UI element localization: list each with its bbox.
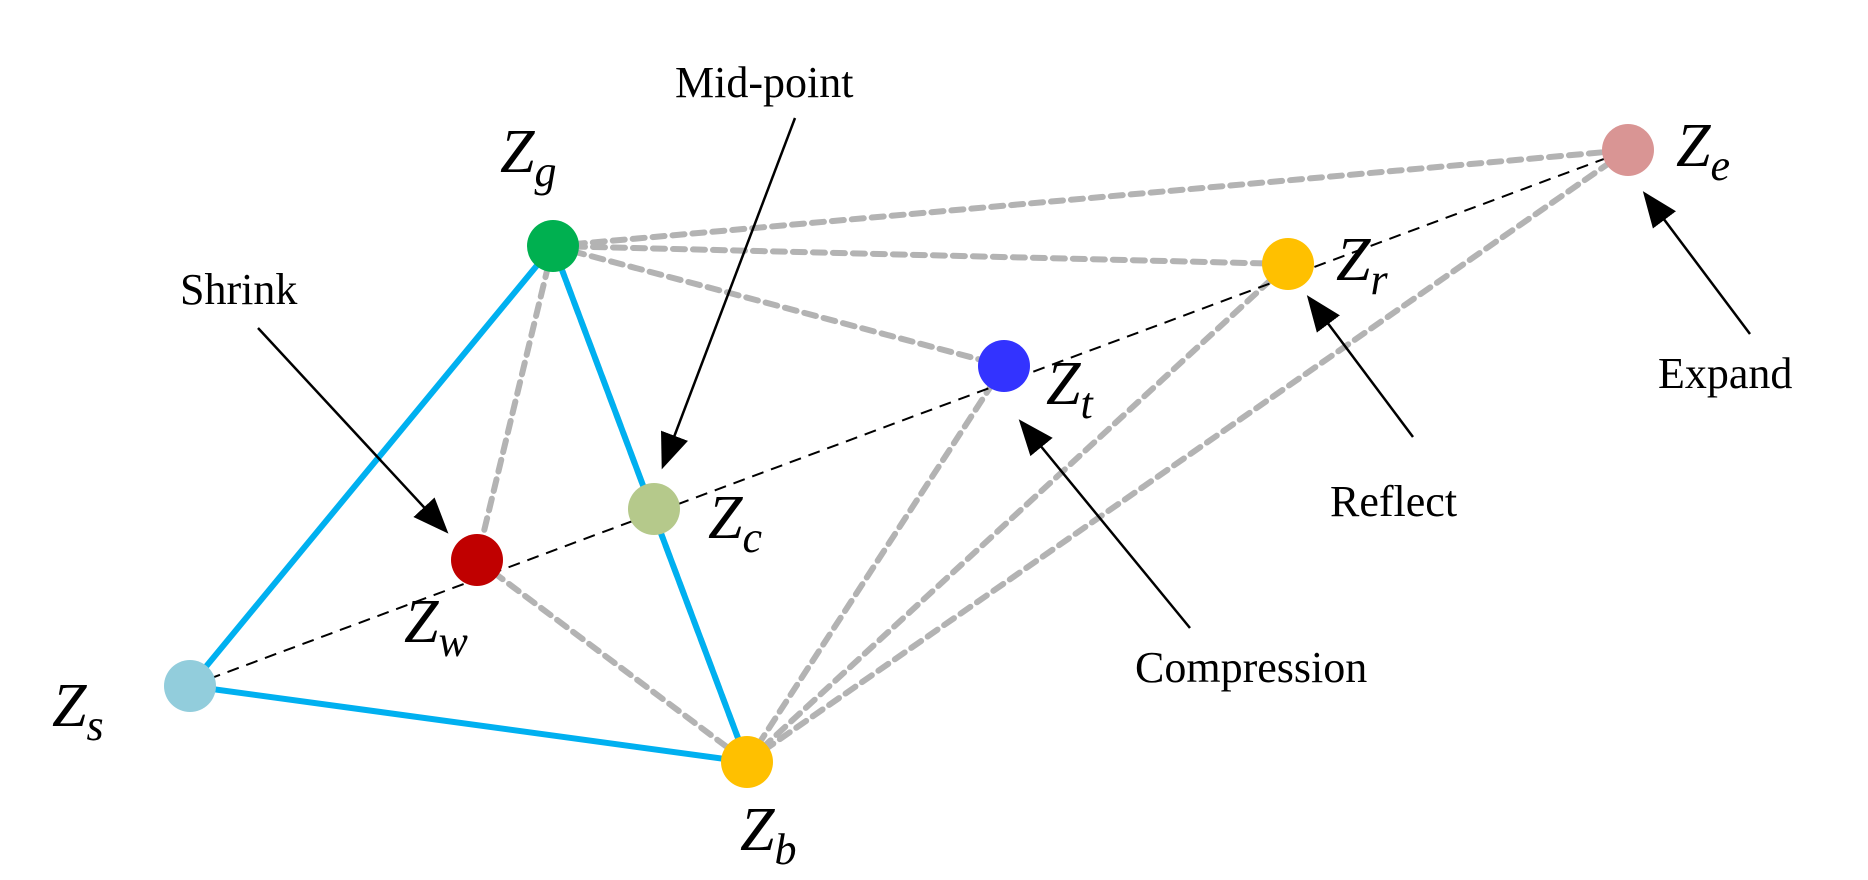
point-zg — [527, 220, 579, 272]
edge-zw-zb — [474, 557, 750, 765]
label-zb: Zb — [740, 796, 796, 874]
point-zw — [451, 534, 503, 586]
edge-zb-ze — [744, 147, 1631, 765]
operation-labels: Shrink Mid-point Compression Reflect Exp… — [180, 58, 1792, 692]
point-zs — [164, 660, 216, 712]
label-zw: Zw — [404, 588, 468, 666]
midpoint-arrow — [661, 117, 797, 470]
point-zt — [978, 340, 1030, 392]
point-zb — [721, 736, 773, 788]
compression-label: Compression — [1135, 643, 1367, 692]
label-ze: Ze — [1676, 112, 1730, 190]
edge-zs-zg — [187, 244, 556, 688]
search-direction-line — [189, 149, 1629, 687]
edge-zg-ze — [550, 147, 1631, 249]
point-zr — [1262, 238, 1314, 290]
reflect-arrow — [1306, 295, 1415, 438]
edge-zs-zb — [189, 683, 748, 765]
edge-zg-zt — [550, 243, 1007, 369]
label-zg: Zg — [500, 118, 556, 196]
midpoint-label: Mid-point — [675, 58, 853, 107]
shrink-arrow — [257, 327, 449, 534]
edge-zb-zt — [744, 363, 1007, 765]
shrink-label: Shrink — [180, 265, 297, 314]
expand-label: Expand — [1658, 349, 1792, 398]
compression-arrow — [1018, 419, 1191, 629]
point-ze — [1602, 124, 1654, 176]
point-labels: Zg Ze Zr Zt Zc Zw Zs Zb — [52, 112, 1730, 874]
label-zt: Zt — [1046, 350, 1094, 428]
point-zc — [628, 483, 680, 535]
edge-zg-zw — [474, 243, 556, 563]
label-zs: Zs — [52, 672, 104, 750]
reflect-label: Reflect — [1330, 477, 1457, 526]
label-zc: Zc — [708, 484, 762, 562]
edge-zb-zr — [744, 261, 1291, 765]
edge-zg-zr — [550, 243, 1291, 267]
label-zr: Zr — [1336, 226, 1388, 304]
annotation-arrows — [257, 117, 1751, 629]
points — [164, 124, 1654, 788]
trial-edges — [474, 147, 1631, 765]
expand-arrow — [1642, 191, 1751, 335]
